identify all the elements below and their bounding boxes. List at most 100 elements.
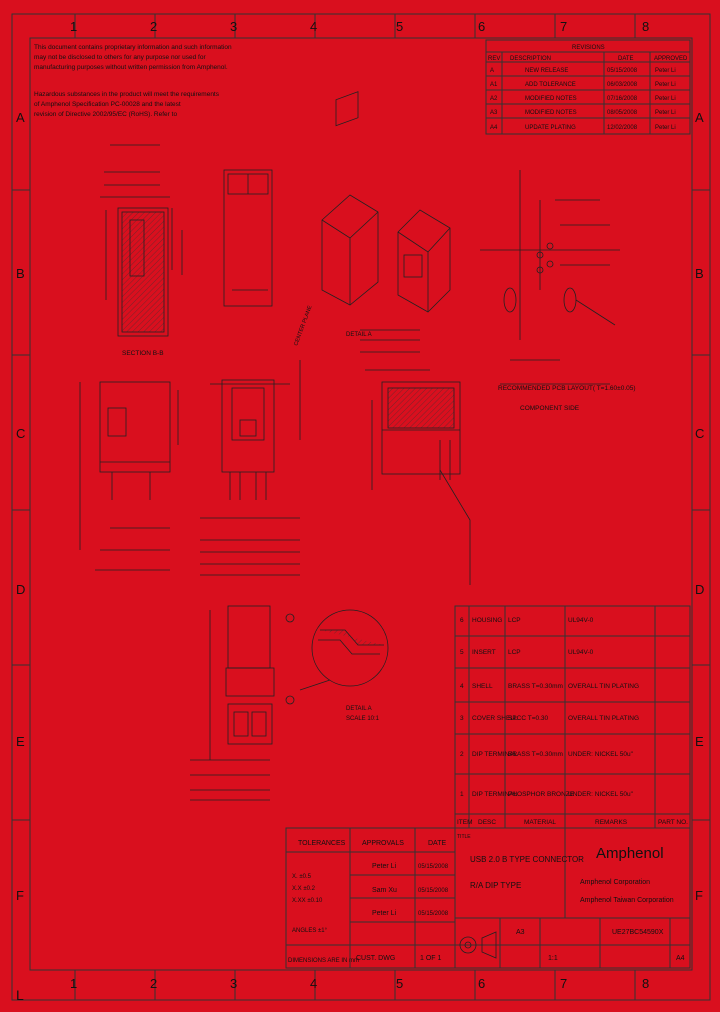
revision-cell: MODIFIED NOTES	[525, 96, 577, 102]
center-plane-label: CENTER PLANE	[293, 305, 313, 347]
revision-cell: Peter Li	[655, 110, 676, 116]
section-bb-label: SECTION B-B	[122, 350, 164, 357]
pcb-layout-label: RECOMMENDED PCB LAYOUT( T=1.60±0.05)	[498, 385, 636, 392]
row-marker: E	[16, 734, 25, 749]
tolerances-label: TOLERANCES	[298, 840, 346, 847]
bom-cell: SHELL	[472, 683, 493, 690]
column-marker: 8	[642, 19, 649, 34]
column-marker: 4	[310, 976, 317, 991]
title-line-2: R/A DIP TYPE	[470, 881, 521, 890]
note-line: This document contains proprietary infor…	[34, 44, 232, 51]
approvals-label: APPROVALS	[362, 840, 404, 847]
revisions-header: DATE	[618, 56, 634, 62]
row-marker: A	[695, 110, 704, 125]
row-marker: D	[16, 582, 25, 597]
bom-text: 6 HOUSING LCP UL94V-0 5 INSERT LCP UL94V…	[457, 617, 688, 826]
detail-a-label: DETAIL A	[346, 332, 372, 338]
revision-cell: A2	[490, 96, 498, 102]
company-logo: Amphenol	[596, 845, 664, 862]
date-label: DATE	[428, 840, 446, 847]
column-marker: 7	[560, 19, 567, 34]
bom-cell: 6	[460, 617, 464, 624]
sheet-value: 1 OF 1	[420, 955, 442, 962]
column-marker: 1	[70, 976, 77, 991]
bottom-view	[190, 605, 295, 801]
revision-cell: MODIFIED NOTES	[525, 110, 577, 116]
side-view	[79, 381, 179, 571]
detail-scale-label: DETAIL A	[346, 706, 372, 712]
projection-symbol	[459, 931, 497, 959]
revision-cell: Peter Li	[655, 68, 676, 74]
column-marker: 7	[560, 976, 567, 991]
revisions-header: APPROVED	[654, 56, 688, 62]
row-marker: F	[16, 888, 24, 903]
bom-cell: 1	[460, 791, 464, 798]
customer-dwg: CUST. DWG	[356, 955, 395, 962]
column-marker: 8	[642, 976, 649, 991]
column-marker: 2	[150, 19, 157, 34]
checked-by: Sam Xu	[372, 887, 397, 894]
bom-cell: DIP TERMINAL	[472, 791, 518, 798]
revision-cell: A4	[490, 125, 498, 131]
corner-mark: L	[16, 987, 24, 1003]
row-marker: B	[16, 266, 25, 281]
drawn-by: Peter Li	[372, 863, 397, 870]
bom-cell: SPCC T=0.30	[508, 715, 549, 722]
bom-header: REMARKS	[595, 819, 628, 826]
date-value: 05/15/2008	[418, 864, 449, 870]
column-marker: 2	[150, 976, 157, 991]
revisions-title: REVISIONS	[572, 45, 605, 51]
tolerance-line: X. ±0.5	[292, 874, 312, 880]
title-block-text: TOLERANCES APPROVALS DATE X. ±0.5 X.X ±0…	[288, 834, 685, 964]
revision-cell: A	[490, 68, 494, 74]
bom-header: MATERIAL	[524, 819, 556, 826]
revisions-header: REV	[488, 56, 500, 62]
scale-value: 1:1	[548, 955, 558, 962]
column-marker: 3	[230, 976, 237, 991]
row-marker: F	[695, 888, 703, 903]
revision-cell: Peter Li	[655, 125, 676, 131]
title-label: TITLE	[457, 834, 471, 840]
date-value: 05/15/2008	[418, 888, 449, 894]
tolerance-line: X.X ±0.2	[292, 886, 316, 892]
bom-table	[454, 605, 691, 829]
row-marker: B	[695, 266, 704, 281]
detail-a-circle: DETAIL A SCALE 10:1	[299, 609, 389, 722]
general-notes: This document contains proprietary infor…	[34, 44, 232, 118]
bom-cell: BRASS T=0.30mm	[508, 751, 563, 758]
revision-cell: 06/03/2008	[607, 82, 638, 88]
column-marker: 6	[478, 976, 485, 991]
detail-a-section: DETAIL A CENTER PLANE	[293, 305, 471, 585]
column-marker: 4	[310, 19, 317, 34]
size-value: A3	[516, 929, 525, 936]
bom-cell: 4	[460, 683, 464, 690]
bom-cell: COVER SHELL	[472, 715, 518, 722]
note-line: revision of Directive 2002/95/EC (RoHS).…	[34, 111, 177, 118]
revision-cell: 05/15/2008	[607, 68, 638, 74]
tolerance-line: ANGLES ±1°	[292, 928, 328, 934]
title-block	[285, 827, 691, 969]
isometric-views	[321, 91, 451, 313]
approved-by: Peter Li	[372, 910, 397, 917]
bom-cell: 2	[460, 751, 464, 758]
revisions-table: REVISIONS REV DESCRIPTION DATE APPROVED …	[485, 39, 691, 135]
bom-header: ITEM	[457, 819, 473, 826]
bom-cell: 3	[460, 715, 464, 722]
revision-cell: 07/16/2008	[607, 96, 638, 102]
drawing-frame	[11, 13, 711, 1001]
revision-cell: ADD TOLERANCE	[525, 82, 576, 88]
column-marker: 5	[396, 976, 403, 991]
bom-cell: BRASS T=0.30mm	[508, 683, 563, 690]
company-sub: Amphenol Corporation	[580, 879, 650, 886]
pcb-layout: RECOMMENDED PCB LAYOUT( T=1.60±0.05) COM…	[480, 170, 636, 412]
note-line: may not be disclosed to others for any p…	[34, 54, 206, 61]
column-marker: 3	[230, 19, 237, 34]
bom-cell: LCP	[508, 617, 521, 624]
tolerance-line: X.XX ±0.10	[292, 898, 323, 904]
column-marker: 1	[70, 19, 77, 34]
revision-cell: 08/05/2008	[607, 110, 638, 116]
title-line-1: USB 2.0 B TYPE CONNECTOR	[470, 855, 584, 864]
bom-header: DESC	[478, 819, 496, 826]
bom-cell: LCP	[508, 649, 521, 656]
